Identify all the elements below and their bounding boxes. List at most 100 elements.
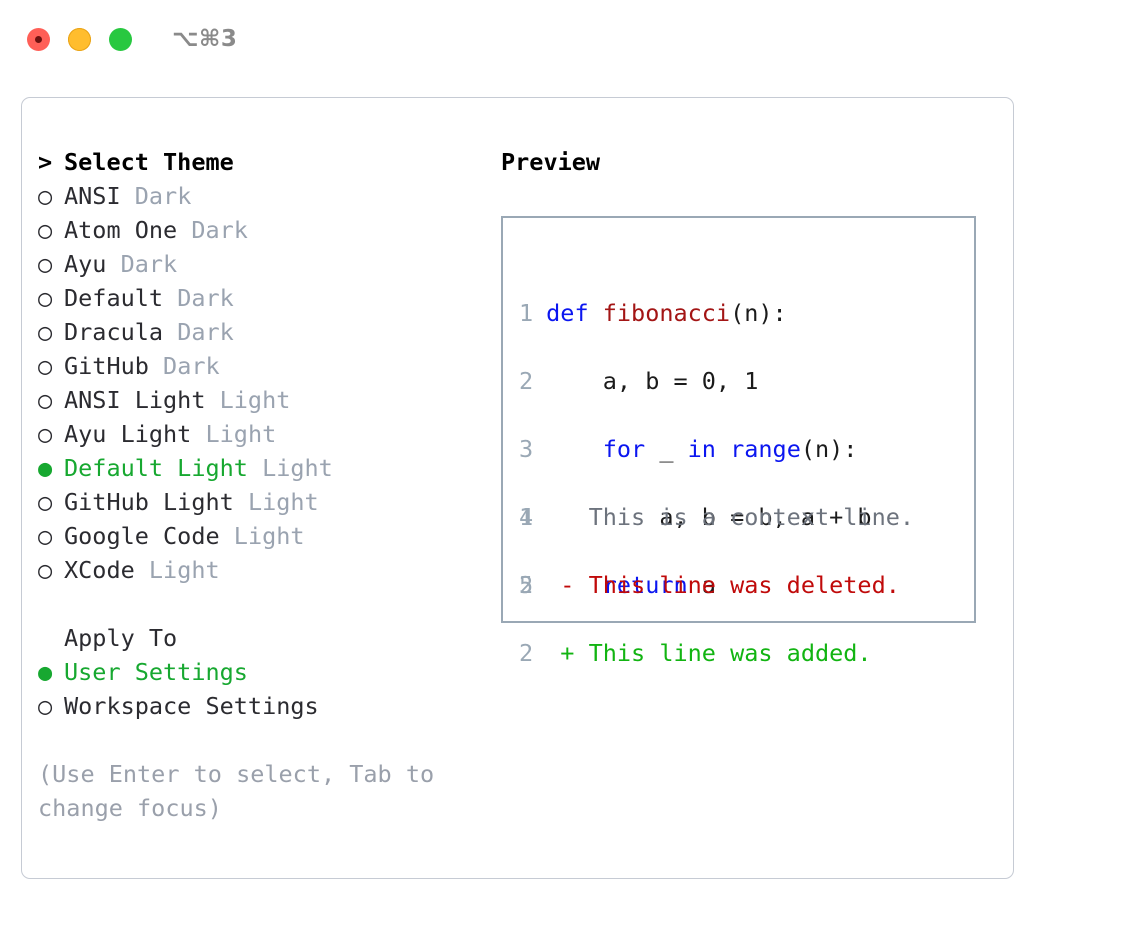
radio-unselected-icon: ○ <box>38 522 53 550</box>
theme-variant-badge: Dark <box>120 250 178 278</box>
code-line: 1 def fibonacci(n): <box>519 296 872 330</box>
radio-selected-icon: ● <box>38 454 53 482</box>
prompt-caret-icon: > <box>38 148 53 176</box>
traffic-light-buttons <box>27 27 132 51</box>
diff-line-deleted: 2 - This line was deleted. <box>519 568 914 602</box>
apply-to-title: Apply To <box>64 624 178 652</box>
close-button[interactable] <box>27 27 50 51</box>
theme-name: Default <box>64 284 164 312</box>
theme-name: XCode <box>64 556 135 584</box>
code-token: _ <box>645 435 688 463</box>
code-line: 5 return a <box>519 568 872 602</box>
apply-to-option-user-settings[interactable]: ●User Settings <box>38 655 478 689</box>
code-line: 2 a, b = 0, 1 <box>519 364 872 398</box>
code-token: fibonacci <box>602 299 731 327</box>
line-number: 1 <box>519 299 534 327</box>
line-number: 2 <box>519 639 534 667</box>
keyboard-hint-text: (Use Enter to select, Tab to change focu… <box>38 760 449 822</box>
theme-list-item-atom-one-dark[interactable]: ○ Atom One Dark <box>38 213 478 247</box>
radio-selected-icon: ● <box>38 658 53 686</box>
radio-unselected-icon: ○ <box>38 420 53 448</box>
theme-list-item-ansi-light[interactable]: ○ANSI Light Light <box>38 383 478 417</box>
theme-name: Ayu <box>64 250 107 278</box>
theme-list-item-google-code[interactable]: ○ Google Code Light <box>38 519 478 553</box>
code-sample: 1 def fibonacci(n): 2 a, b = 0, 1 3 for … <box>519 262 872 670</box>
diff-text: This is a context line. <box>588 503 915 531</box>
code-token: (n): <box>730 299 787 327</box>
theme-name: ANSI <box>64 182 121 210</box>
radio-unselected-icon: ○ <box>38 216 53 244</box>
theme-name: Ayu Light <box>64 420 192 448</box>
line-number: 2 <box>519 367 534 395</box>
diff-sign: + <box>560 639 575 667</box>
select-theme-header: > Select Theme <box>38 145 478 179</box>
preview-panel: 1 def fibonacci(n): 2 a, b = 0, 1 3 for … <box>501 216 976 667</box>
theme-list-item-github-light[interactable]: ○GitHub Light Light <box>38 485 478 519</box>
spacer-icon <box>38 621 64 655</box>
apply-to-header: Apply To <box>38 621 478 655</box>
theme-name: ANSI Light <box>64 386 206 414</box>
radio-unselected-icon: ○ <box>38 386 53 414</box>
theme-list-item-ansi-dark[interactable]: ○ANSI Dark <box>38 179 478 213</box>
radio-unselected-icon: ○ <box>38 250 53 278</box>
theme-variant-badge: Dark <box>163 352 220 380</box>
theme-name: Google Code <box>64 522 220 550</box>
diff-line-context: 1 This is a context line. <box>519 500 914 534</box>
theme-name: GitHub <box>64 352 149 380</box>
radio-unselected-icon: ○ <box>38 318 53 346</box>
theme-variant-badge: Dark <box>177 318 234 346</box>
radio-unselected-icon: ○ <box>38 556 53 584</box>
diff-line-added: 2 + This line was added. <box>519 636 914 670</box>
radio-unselected-icon: ○ <box>38 182 53 210</box>
preview-title: Preview <box>501 148 601 176</box>
radio-unselected-icon: ○ <box>38 692 53 720</box>
theme-list-item-ayu-light[interactable]: ○ Ayu Light Light <box>38 417 478 451</box>
diff-sample: 1 This is a context line. 2 - This line … <box>519 466 914 738</box>
title-bar: ⌥⌘3 <box>0 0 1140 78</box>
theme-list-item-xcode[interactable]: ○ XCode Light <box>38 553 478 587</box>
diff-text: This line was added. <box>588 639 872 667</box>
theme-variant-badge: Light <box>262 454 333 482</box>
code-token: return <box>602 571 688 599</box>
preview-column: Preview 1 def fibonacci(n): 2 a, b = 0, … <box>501 145 1001 667</box>
apply-to-option-workspace-settings[interactable]: ○Workspace Settings <box>38 689 478 723</box>
theme-name: Default Light <box>64 454 248 482</box>
diff-text: This line was deleted. <box>588 571 900 599</box>
code-token: range <box>730 435 801 463</box>
theme-list-item-github-dark[interactable]: ○ GitHub Dark <box>38 349 478 383</box>
theme-variant-badge: Dark <box>177 284 234 312</box>
code-token <box>546 435 603 463</box>
radio-unselected-icon: ○ <box>38 284 53 312</box>
radio-unselected-icon: ○ <box>38 352 53 380</box>
maximize-button[interactable] <box>109 27 132 51</box>
line-number: 5 <box>519 571 534 599</box>
code-token: (n): <box>800 435 858 463</box>
radio-unselected-icon: ○ <box>38 488 53 516</box>
code-token: in <box>687 435 731 463</box>
theme-name: Atom One <box>64 216 178 244</box>
code-token: a, b = 0, 1 <box>546 367 759 395</box>
theme-list-item-default-dark[interactable]: ○ Default Dark <box>38 281 478 315</box>
code-token: a <box>687 571 716 599</box>
keyboard-shortcut-label: ⌥⌘3 <box>172 26 238 52</box>
code-token: for <box>602 435 646 463</box>
theme-list-item-ayu-dark[interactable]: ○ Ayu Dark <box>38 247 478 281</box>
select-theme-title: Select Theme <box>64 148 234 176</box>
code-token: a, b = b, a + b <box>546 503 872 531</box>
line-number: 1 <box>519 503 534 531</box>
theme-variant-badge: Light <box>233 522 305 550</box>
theme-list-item-dracula-dark[interactable]: ○ Dracula Dark <box>38 315 478 349</box>
theme-list-item-default-light[interactable]: ● Default Light Light <box>38 451 478 485</box>
diff-sign <box>560 503 574 531</box>
theme-variant-badge: Dark <box>191 216 248 244</box>
minimize-button[interactable] <box>68 27 91 51</box>
theme-variant-badge: Light <box>148 556 220 584</box>
code-token: def <box>546 299 603 327</box>
code-line: 3 for _ in range(n): <box>519 432 872 466</box>
theme-selector-column: >Select Theme ○ANSI Dark ○Atom One Dark … <box>38 145 478 825</box>
theme-variant-badge: Light <box>205 420 277 448</box>
dialog-panel: >Select Theme ○ANSI Dark ○Atom One Dark … <box>21 97 1014 879</box>
code-line: 4 a, b = b, a + b <box>519 500 872 534</box>
theme-name: GitHub Light <box>64 488 234 516</box>
theme-name: Dracula <box>64 318 164 346</box>
